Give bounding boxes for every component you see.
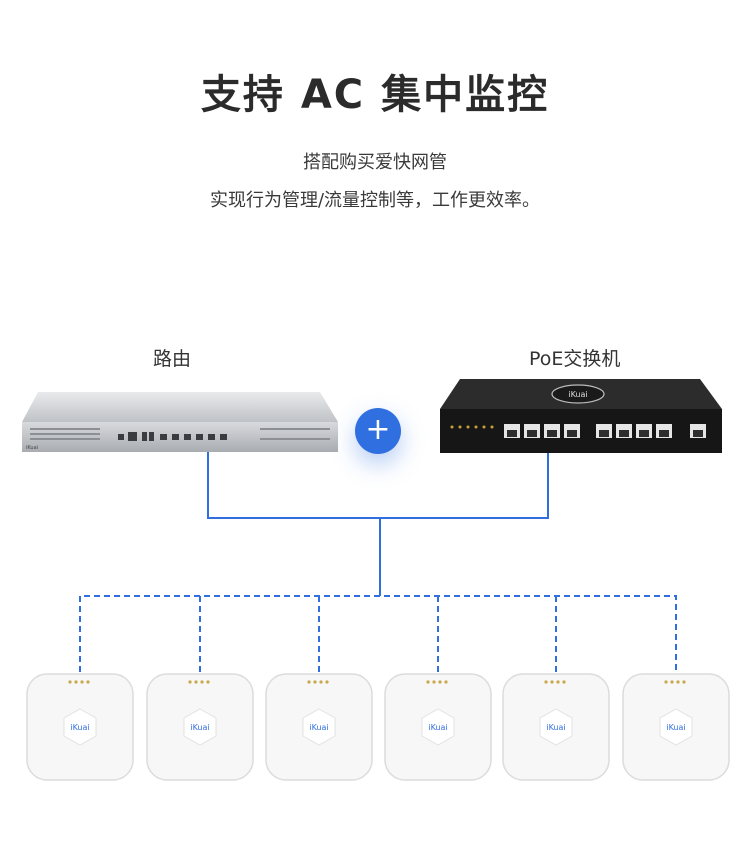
ap-logo: iKuai (546, 723, 565, 732)
access-point-image: iKuai (502, 673, 610, 781)
access-point-image: iKuai (265, 673, 373, 781)
access-point: iKuai (383, 672, 493, 782)
ap-logo: iKuai (190, 723, 209, 732)
ap-logo: iKuai (70, 723, 89, 732)
ap-logo: iKuai (428, 723, 447, 732)
access-point: iKuai (264, 672, 374, 782)
router-device-image: iKuai (22, 392, 338, 452)
ap-logo: iKuai (309, 723, 328, 732)
ap-bus-dashed-line (79, 595, 677, 672)
switch-label: PoE交换机 (529, 348, 621, 370)
access-point: iKuai (501, 672, 611, 782)
access-point: iKuai (145, 672, 255, 782)
access-point-image: iKuai (622, 673, 730, 781)
subtitle-line-1: 搭配购买爱快网管 (303, 152, 447, 173)
poe-switch-image: iKuai (440, 379, 722, 453)
access-point-image: iKuai (26, 673, 134, 781)
device-link-line (207, 452, 549, 519)
access-point-image: iKuai (384, 673, 492, 781)
switch-brand-mark: iKuai (568, 390, 587, 399)
router-label: 路由 (153, 348, 192, 370)
page-title: 支持 AC 集中监控 (200, 72, 550, 118)
access-point: iKuai (25, 672, 135, 782)
subtitle-line-2: 实现行为管理/流量控制等，工作更效率。 (209, 190, 541, 211)
access-point: iKuai (621, 672, 731, 782)
access-point-image: iKuai (146, 673, 254, 781)
router-brand-mark: iKuai (26, 445, 38, 451)
ap-logo: iKuai (666, 723, 685, 732)
plus-icon: + (355, 408, 401, 454)
